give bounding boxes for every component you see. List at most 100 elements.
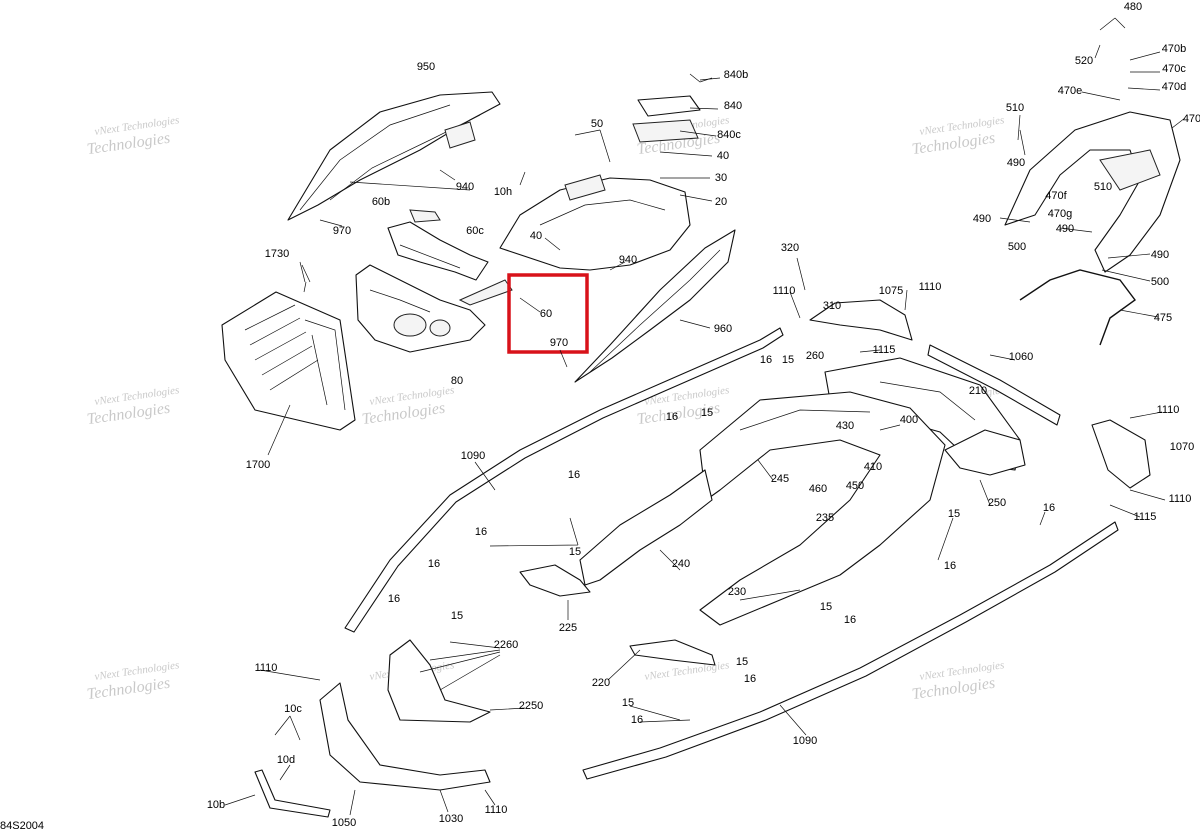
callout-1090: 1090 — [793, 735, 817, 747]
part-1075-console — [809, 299, 913, 341]
callout-16: 16 — [666, 411, 678, 423]
callout-16: 16 — [475, 526, 487, 538]
callout-1090: 1090 — [461, 450, 485, 462]
callout-940: 940 — [456, 181, 474, 193]
part-1030-front-bumper — [319, 682, 491, 791]
callout-1110: 1110 — [919, 281, 942, 293]
watermark: vNext Technologies Technologies — [86, 114, 180, 158]
part-1730-strap — [301, 264, 311, 293]
leader-lines — [224, 17, 1186, 816]
callout-500: 500 — [1008, 241, 1026, 253]
callout-510: 510 — [1094, 181, 1112, 193]
callout-60: 60 — [540, 308, 552, 320]
callout-labels: 480520470b470c470d470e470510490470f51047… — [207, 1, 1200, 829]
part-1070-rear-cap — [1091, 419, 1151, 489]
callout-10h: 10h — [494, 186, 512, 198]
part-60b-lens — [409, 209, 441, 223]
callout-1730: 1730 — [265, 248, 289, 260]
callout-16: 16 — [1043, 502, 1055, 514]
part-840-cover — [632, 73, 713, 143]
callout-960: 960 — [714, 323, 732, 335]
drawing-code: 84S2004 — [0, 820, 44, 832]
callout-16: 16 — [631, 714, 643, 726]
callout-20: 20 — [715, 196, 727, 208]
watermark: vNext Technologies — [644, 659, 730, 683]
callout-490: 490 — [1056, 223, 1074, 235]
callout-245: 245 — [771, 473, 789, 485]
part-1090-rub-rail-upper — [344, 327, 784, 633]
part-1090-rub-rail-lower — [582, 521, 1119, 780]
callout-500: 500 — [1151, 276, 1169, 288]
callout-15: 15 — [820, 601, 832, 613]
callout-1110: 1110 — [1157, 404, 1180, 416]
callout-490: 490 — [973, 213, 991, 225]
callout-470: 470 — [1183, 113, 1200, 125]
callout-320: 320 — [781, 242, 799, 254]
callout-240: 240 — [672, 558, 690, 570]
callout-470c: 470c — [1162, 63, 1186, 75]
callout-16: 16 — [760, 354, 772, 366]
part-960-side-panel — [574, 229, 736, 383]
watermark-line1: vNext Technologies — [644, 659, 730, 683]
callout-15: 15 — [736, 656, 748, 668]
watermark: vNext Technologies Technologies — [911, 659, 1005, 703]
callout-15: 15 — [782, 354, 794, 366]
callout-16: 16 — [744, 673, 756, 685]
callout-460: 460 — [809, 483, 827, 495]
part-240-side-mat — [579, 469, 713, 586]
callout-520: 520 — [1075, 55, 1093, 67]
callout-2250: 2250 — [519, 700, 543, 712]
callout-470f: 470f — [1045, 190, 1067, 202]
callout-470b: 470b — [1162, 43, 1186, 55]
callout-40: 40 — [530, 230, 542, 242]
callout-15: 15 — [948, 508, 960, 520]
part-250-rear-pad — [944, 429, 1026, 476]
callout-400: 400 — [900, 414, 918, 426]
callout-16: 16 — [844, 614, 856, 626]
callout-1115: 1115 — [873, 344, 896, 356]
callout-475: 475 — [1154, 312, 1172, 324]
callout-1070: 1070 — [1170, 441, 1194, 453]
callout-970: 970 — [333, 225, 351, 237]
callout-16: 16 — [428, 558, 440, 570]
callout-220: 220 — [592, 677, 610, 689]
watermark: vNext Technologies Technologies — [86, 659, 180, 703]
part-950-hood-panel — [287, 91, 501, 221]
part-220-step-mat — [629, 639, 716, 666]
callout-310: 310 — [823, 300, 841, 312]
callout-510: 510 — [1006, 102, 1024, 114]
part-1700-floor-mat — [221, 291, 356, 431]
callout-470e: 470e — [1058, 85, 1082, 97]
callout-30: 30 — [715, 172, 727, 184]
callout-260: 260 — [806, 350, 824, 362]
callout-235: 235 — [816, 512, 834, 524]
callout-250: 250 — [988, 497, 1006, 509]
callout-1700: 1700 — [246, 459, 270, 471]
callout-480: 480 — [1124, 1, 1142, 13]
callout-50: 50 — [591, 118, 603, 130]
part-20-front-deck — [499, 174, 691, 271]
callout-840b: 840b — [724, 69, 748, 81]
callout-450: 450 — [846, 480, 864, 492]
callout-16: 16 — [568, 469, 580, 481]
callout-16: 16 — [944, 560, 956, 572]
callout-1030: 1030 — [439, 813, 463, 825]
callout-1050: 1050 — [332, 817, 356, 829]
callout-40: 40 — [717, 150, 729, 162]
callout-1060: 1060 — [1009, 351, 1033, 363]
callout-840c: 840c — [717, 129, 741, 141]
callout-1110: 1110 — [1169, 493, 1192, 505]
part-470-rear-grab-handle — [1004, 111, 1181, 273]
callout-470g: 470g — [1048, 208, 1072, 220]
highlight-box — [507, 273, 589, 354]
callout-10d: 10d — [277, 754, 295, 766]
callout-970: 970 — [550, 337, 568, 349]
callout-225: 225 — [559, 622, 577, 634]
callout-60b: 60b — [372, 196, 390, 208]
callout-1115: 1115 — [1134, 511, 1157, 523]
watermark: vNext Technologies Technologies — [86, 384, 180, 428]
part-1060-rub-strip — [927, 344, 1061, 426]
callout-490: 490 — [1007, 157, 1025, 169]
callout-15: 15 — [569, 546, 581, 558]
